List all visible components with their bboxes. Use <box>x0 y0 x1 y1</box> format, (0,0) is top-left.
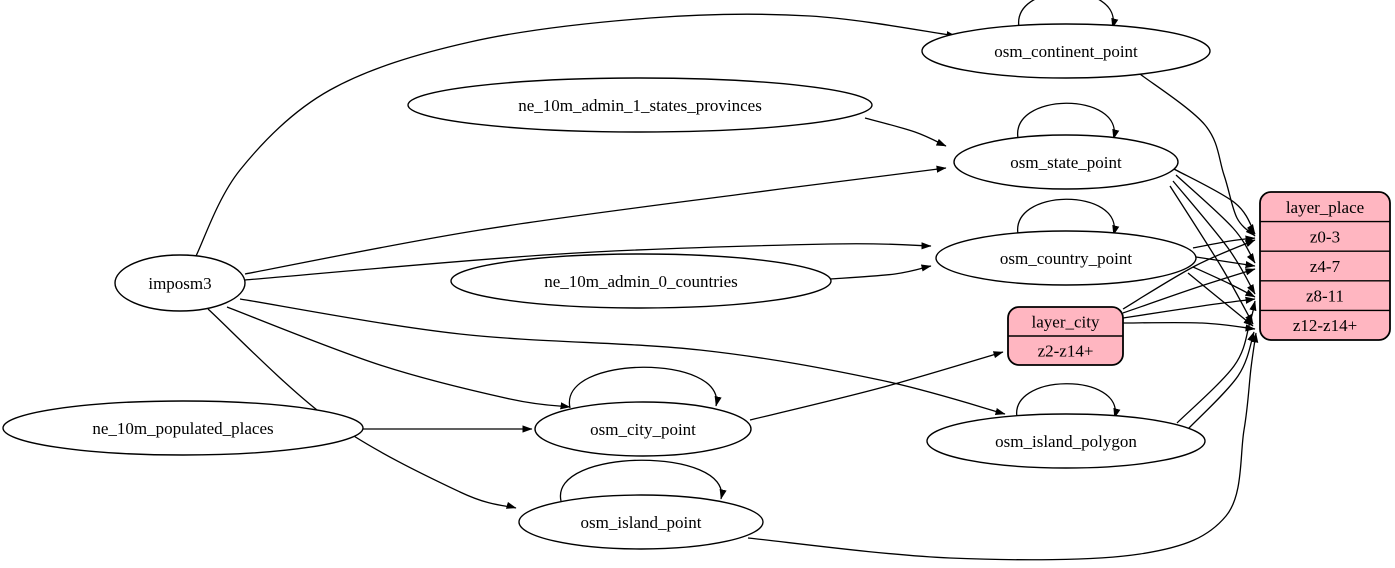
edge-osm_state_point-to-layer_place-z4-7 <box>1175 174 1256 264</box>
record-row-layer_place-z8-11: z8-11 <box>1306 287 1344 306</box>
label-osm_country_point: osm_country_point <box>1000 249 1132 268</box>
node-layer_place: layer_place z0-3 z4-7 z8-11 z12-z14+ <box>1259 191 1391 341</box>
edge-imposm3-to-osm_state_point <box>244 165 947 275</box>
edge-layer_city-to-layer_place-z4-7 <box>1122 268 1256 314</box>
edge-osm_country_point-to-layer_place-z12-z14+ <box>1187 272 1254 327</box>
record-row-layer_place-z12-z14+: z12-z14+ <box>1293 316 1357 335</box>
edge-layer_city-to-layer_place-z12-z14+ <box>1122 321 1256 332</box>
edge-osm_state_point-to-layer_place-z12-z14+ <box>1169 185 1254 325</box>
edge-imposm3-to-osm_continent_point <box>195 13 957 257</box>
node-osm_continent_point: osm_continent_point <box>921 23 1211 79</box>
ellipse-osm_country_point <box>935 230 1197 286</box>
edge-imposm3-to-osm_island_polygon <box>239 298 1006 415</box>
label-osm_continent_point: osm_continent_point <box>994 42 1138 61</box>
ellipse-osm_island_point <box>518 494 764 550</box>
edge-imposm3-to-osm_city_point <box>226 306 571 410</box>
ellipse-osm_continent_point <box>921 23 1211 79</box>
edge-osm_island_polygon-to-layer_place-z8-11 <box>1176 300 1257 424</box>
self-loop-osm_island_polygon <box>1016 383 1121 421</box>
record-row-layer_place-z4-7: z4-7 <box>1310 257 1341 276</box>
label-osm_city_point: osm_city_point <box>590 420 696 439</box>
record-row-layer_place-z0-3: z0-3 <box>1310 227 1340 246</box>
label-osm_island_polygon: osm_island_polygon <box>995 432 1137 451</box>
node-layer_city: layer_city z2-z14+ <box>1007 306 1124 366</box>
node-osm_island_point: osm_island_point <box>518 494 764 550</box>
label-osm_island_point: osm_island_point <box>581 513 702 532</box>
edge-osm_country_point-to-layer_place-z4-7 <box>1195 256 1256 269</box>
label-osm_state_point: osm_state_point <box>1010 153 1122 172</box>
label-ne_10m_admin_0_countries: ne_10m_admin_0_countries <box>544 272 738 291</box>
edge-layer_city-to-layer_place-z8-11 <box>1122 296 1256 319</box>
ellipse-ne_10m_populated_places <box>2 400 364 456</box>
edge-imposm3-to-osm_country_point <box>244 242 932 281</box>
edge-osm_island_point-to-layer_place-z12-z14+ <box>747 332 1259 561</box>
self-loop-osm_continent_point <box>1018 0 1119 31</box>
edge-ne_10m_admin_0_countries-to-osm_country_point <box>829 264 932 280</box>
label-ne_10m_populated_places: ne_10m_populated_places <box>92 419 273 438</box>
self-loop-osm_city_point <box>569 366 722 409</box>
edge-osm_state_point-to-layer_place-z8-11 <box>1172 180 1256 295</box>
ellipse-osm_city_point <box>534 401 752 457</box>
edge-layer_city-to-layer_place-z0-3 <box>1122 239 1256 310</box>
record-layer_place <box>1259 191 1391 341</box>
self-loop-osm_island_point <box>560 459 727 502</box>
ellipse-ne_10m_admin_1_states_provinces <box>407 77 873 133</box>
edge-osm_country_point-to-layer_place-z0-3 <box>1192 235 1256 249</box>
self-loop-osm_country_point <box>1017 198 1120 238</box>
record-row-layer_city-layer_city: layer_city <box>1032 313 1100 332</box>
edge-osm_continent_point-to-layer_place-z0-3 <box>1139 73 1256 237</box>
node-osm_city_point: osm_city_point <box>534 401 752 457</box>
node-ne_10m_admin_0_countries: ne_10m_admin_0_countries <box>450 253 832 309</box>
edge-osm_country_point-to-layer_place-z8-11 <box>1192 266 1256 298</box>
node-osm_country_point: osm_country_point <box>935 230 1197 286</box>
node-ne_10m_admin_1_states_provinces: ne_10m_admin_1_states_provinces <box>407 77 873 133</box>
node-ne_10m_populated_places: ne_10m_populated_places <box>2 400 364 456</box>
record-row-layer_city-z2-z14+: z2-z14+ <box>1038 342 1094 361</box>
node-imposm3: imposm3 <box>114 254 246 312</box>
edge-ne_10m_admin_1_states_provinces-to-osm_state_point <box>864 117 947 147</box>
ellipse-ne_10m_admin_0_countries <box>450 253 832 309</box>
edge-osm_state_point-to-layer_place-z0-3 <box>1173 168 1256 235</box>
ellipse-osm_island_polygon <box>926 413 1206 469</box>
label-imposm3: imposm3 <box>148 274 211 293</box>
record-row-layer_place-layer_place: layer_place <box>1286 198 1364 217</box>
node-osm_island_polygon: osm_island_polygon <box>926 413 1206 469</box>
ellipse-osm_state_point <box>953 134 1179 190</box>
edge-osm_city_point-to-layer_city-z2-z14+ <box>749 351 1004 421</box>
self-loop-osm_state_point <box>1017 102 1120 142</box>
node-osm_state_point: osm_state_point <box>953 134 1179 190</box>
label-ne_10m_admin_1_states_provinces: ne_10m_admin_1_states_provinces <box>518 96 762 115</box>
edge-imposm3-to-osm_island_point <box>207 308 517 509</box>
ellipse-imposm3 <box>114 254 246 312</box>
